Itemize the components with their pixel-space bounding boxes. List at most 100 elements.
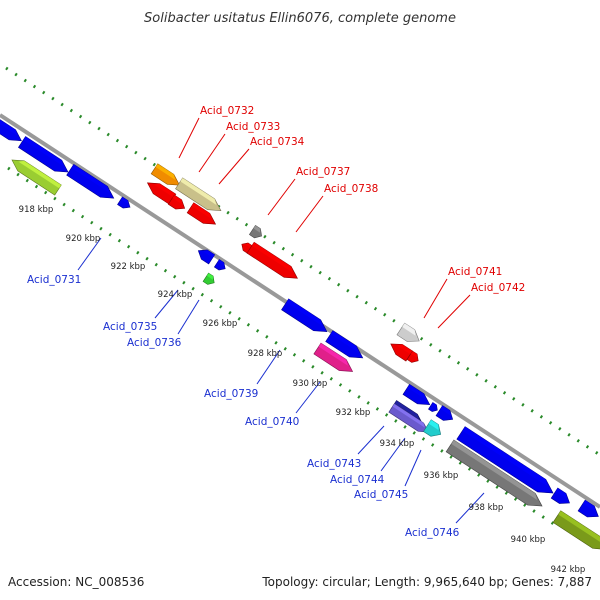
gene-gray-small [248, 224, 262, 239]
gene-blue-1-highlight [0, 119, 18, 136]
gene-red-5-highlight [251, 242, 293, 273]
gene-label-reverse: Acid_0739 [204, 388, 258, 400]
tick-label: 924 kbp [158, 290, 193, 300]
gene-blue-4-highlight [120, 196, 129, 205]
gene-blue-10 [428, 402, 438, 412]
gene-red-7-highlight [410, 351, 418, 358]
gene-labels: Acid_0732Acid_0733Acid_0734Acid_0737Acid… [27, 105, 525, 539]
gene-blue-5 [197, 249, 216, 265]
accession-text: Accession: NC_008536 [8, 575, 144, 589]
leader-line-reverse [77, 237, 102, 271]
gene-blue-9-body [402, 383, 431, 405]
gene-label-forward: Acid_0742 [471, 282, 525, 294]
gene-blue-13-highlight [555, 488, 567, 499]
topology-text: Topology: circular; Length: 9,965,640 bp… [261, 575, 592, 589]
gene-red-3-highlight [191, 202, 212, 219]
tick-label: 932 kbp [336, 408, 371, 418]
gene-red-7 [406, 350, 419, 363]
gene-green [202, 272, 215, 285]
gene-gray-long-body [445, 439, 543, 507]
gene-navy-highlight [394, 400, 419, 419]
gene-magenta-highlight [318, 343, 348, 366]
gene-blue-1 [0, 119, 22, 142]
leader-line-forward [178, 117, 200, 159]
gene-label-reverse: Acid_0746 [405, 527, 460, 539]
leader-line-forward [218, 148, 250, 185]
gene-orange [150, 163, 181, 186]
gene-blue-14 [577, 499, 599, 518]
leader-line-reverse [256, 349, 281, 385]
leader-line-reverse [295, 381, 321, 414]
gene-red-2-highlight [172, 195, 183, 205]
gene-blue-5-highlight [202, 249, 215, 258]
gene-label-forward: Acid_0738 [324, 183, 378, 195]
tick-label: 940 kbp [511, 535, 546, 545]
gene-cyan [423, 419, 442, 437]
gene-tan-highlight [180, 177, 217, 205]
gene-label-reverse: Acid_0743 [307, 458, 361, 470]
gene-lime-1 [11, 159, 62, 196]
gene-gray-long [445, 439, 543, 507]
gene-blue-4 [117, 196, 131, 209]
leader-line-forward [198, 133, 226, 173]
tick-label: 922 kbp [111, 262, 146, 272]
leader-line-reverse [177, 299, 200, 335]
gene-label-forward: Acid_0737 [296, 166, 350, 178]
gene-red-3 [186, 202, 217, 225]
gene-blue-14-body [577, 499, 599, 518]
gene-blue-8-highlight [330, 330, 359, 353]
gene-label-reverse: Acid_0745 [354, 489, 408, 501]
gene-blue-6-highlight [217, 259, 224, 266]
gene-red-2 [167, 194, 186, 210]
gene-blue-12-highlight [462, 426, 548, 487]
gene-magenta [313, 342, 354, 372]
gene-blue-11-highlight [440, 405, 451, 416]
gene-blue-3 [66, 163, 115, 199]
gene-label-forward: Acid_0734 [250, 136, 305, 148]
gene-tan [175, 177, 222, 212]
gene-label-reverse: Acid_0731 [27, 274, 81, 286]
leader-line-reverse [455, 492, 485, 524]
gene-blue-2-highlight [23, 136, 64, 167]
gene-blue-6 [213, 259, 226, 271]
gene-label-reverse: Acid_0736 [127, 337, 182, 349]
gene-label-forward: Acid_0732 [200, 105, 254, 117]
leader-line-reverse [380, 437, 406, 472]
gene-blue-9 [402, 383, 431, 405]
gene-blue-3-highlight [71, 164, 110, 193]
gene-label-reverse: Acid_0744 [330, 474, 385, 486]
gene-gray-long-highlight [451, 440, 538, 500]
gene-blue-8 [325, 330, 364, 359]
gene-red-1-highlight [154, 183, 176, 198]
tick-label: 918 kbp [19, 205, 54, 215]
gene-blue-7-highlight [286, 298, 323, 326]
gene-blue-9-highlight [407, 384, 426, 400]
tick-label: 942 kbp [551, 565, 586, 575]
tick-label: 936 kbp [424, 471, 459, 481]
gene-blue-10-highlight [431, 402, 437, 408]
gene-blue-14-highlight [582, 500, 596, 512]
gene-purple-highlight [392, 403, 425, 428]
gene-label-reverse: Acid_0735 [103, 321, 157, 333]
gene-lightgray [396, 322, 420, 342]
leader-line-reverse [154, 289, 179, 319]
gene-label-forward: Acid_0733 [226, 121, 280, 133]
gene-label-forward: Acid_0741 [448, 266, 502, 278]
tick-label: 926 kbp [203, 319, 238, 329]
leader-line-forward [423, 278, 448, 319]
gene-blue-7-body [281, 298, 328, 333]
leader-line-forward [267, 178, 296, 216]
gene-blue-12 [456, 426, 554, 494]
tick-label: 938 kbp [469, 503, 504, 513]
leader-line-reverse [357, 425, 385, 455]
gene-red-6-highlight [396, 344, 413, 355]
tick-label: 930 kbp [293, 379, 328, 389]
leader-line-reverse [404, 449, 422, 487]
gene-lime-1-highlight [18, 160, 62, 189]
leader-line-forward [295, 195, 324, 233]
gene-cyan-highlight [428, 419, 439, 430]
gene-orange-highlight [155, 163, 176, 180]
